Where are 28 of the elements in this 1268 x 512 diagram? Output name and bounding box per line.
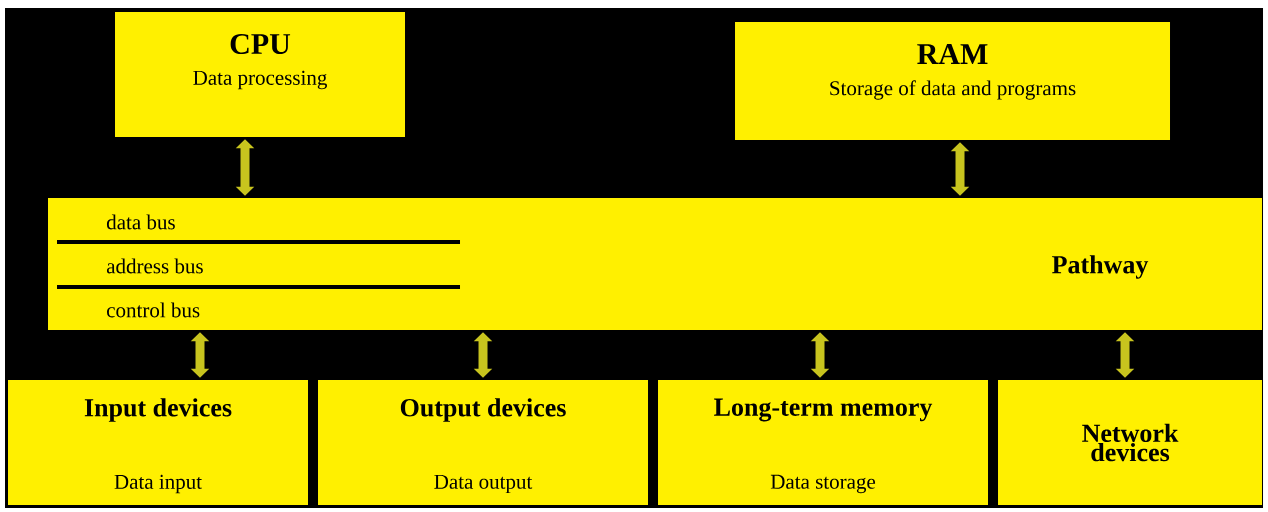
double-arrow xyxy=(810,332,830,378)
box-subtitle: Data storage xyxy=(770,474,876,494)
component-box xyxy=(735,22,1170,140)
double-arrow xyxy=(235,139,255,196)
bus-label: data bus xyxy=(106,214,175,230)
box-subtitle: Storage of data and programs xyxy=(830,80,1076,100)
component-box xyxy=(318,380,648,505)
box-title: Network devices xyxy=(1082,423,1179,462)
component-box xyxy=(658,380,988,505)
double-arrow xyxy=(190,332,210,378)
box-title: Output devices xyxy=(400,398,566,422)
box-title: Long-term memory xyxy=(714,398,933,422)
double-arrow xyxy=(950,142,970,196)
component-box xyxy=(8,380,308,505)
component-box xyxy=(998,380,1262,505)
bus-box xyxy=(48,198,1262,330)
bus-label: address bus xyxy=(106,258,203,274)
component-box xyxy=(115,12,405,137)
pathway-label: Pathway xyxy=(1052,255,1149,279)
box-subtitle: Data processing xyxy=(193,70,327,90)
box-subtitle: Data output xyxy=(434,474,533,494)
box-title: CPU xyxy=(230,33,291,55)
double-arrow xyxy=(473,332,493,378)
box-title: RAM xyxy=(917,44,988,64)
box-title: Input devices xyxy=(84,398,232,422)
box-subtitle: Data input xyxy=(114,474,202,494)
double-arrow xyxy=(1115,332,1135,378)
bus-label: control bus xyxy=(107,302,200,318)
